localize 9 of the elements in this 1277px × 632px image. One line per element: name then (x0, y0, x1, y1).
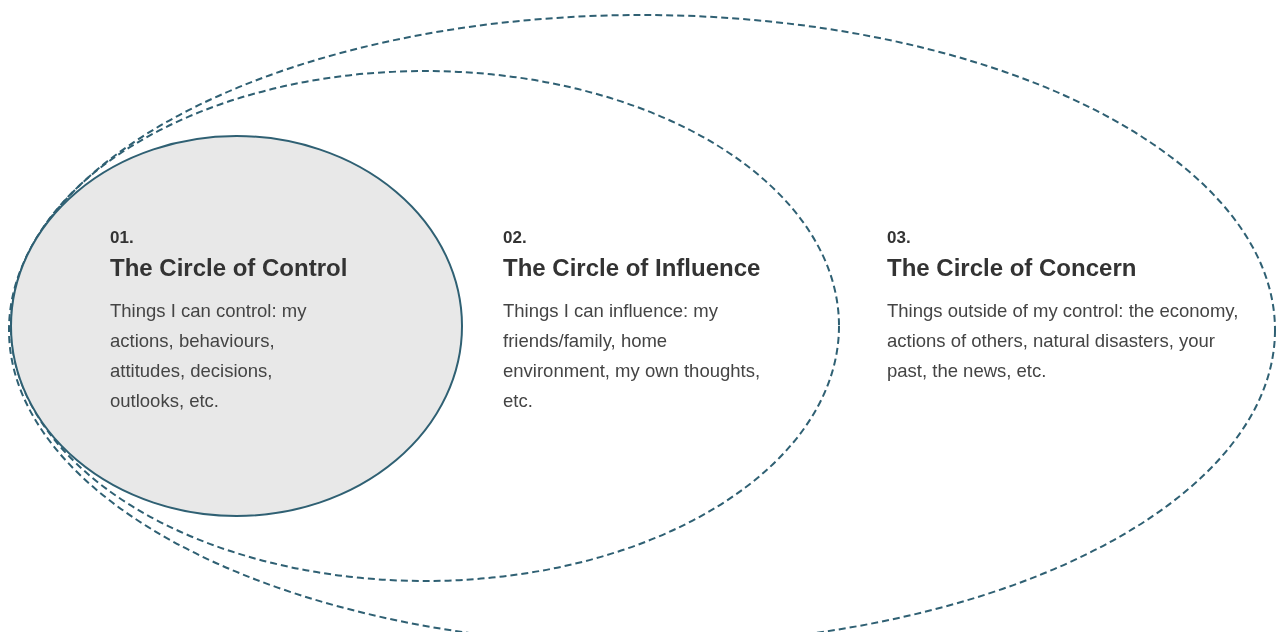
step-number: 02. (503, 228, 527, 248)
description: Things I can influence: my friends/family, home environment, my own thoughts, etc. (503, 299, 762, 413)
circle-title: The Circle of Influence (503, 254, 761, 282)
circle-title: The Circle of Concern (887, 254, 1137, 282)
step-number: 03. (887, 228, 911, 248)
description: Things outside of my control: the economy, actions of others, natural disasters, your past, the news, etc. (887, 299, 1240, 383)
circle-title: The Circle of Control (110, 254, 348, 282)
description: Things I can control: my actions, behaviours, attitudes, decisions, outlooks, etc. (110, 299, 308, 413)
step-number: 01. (110, 228, 134, 248)
